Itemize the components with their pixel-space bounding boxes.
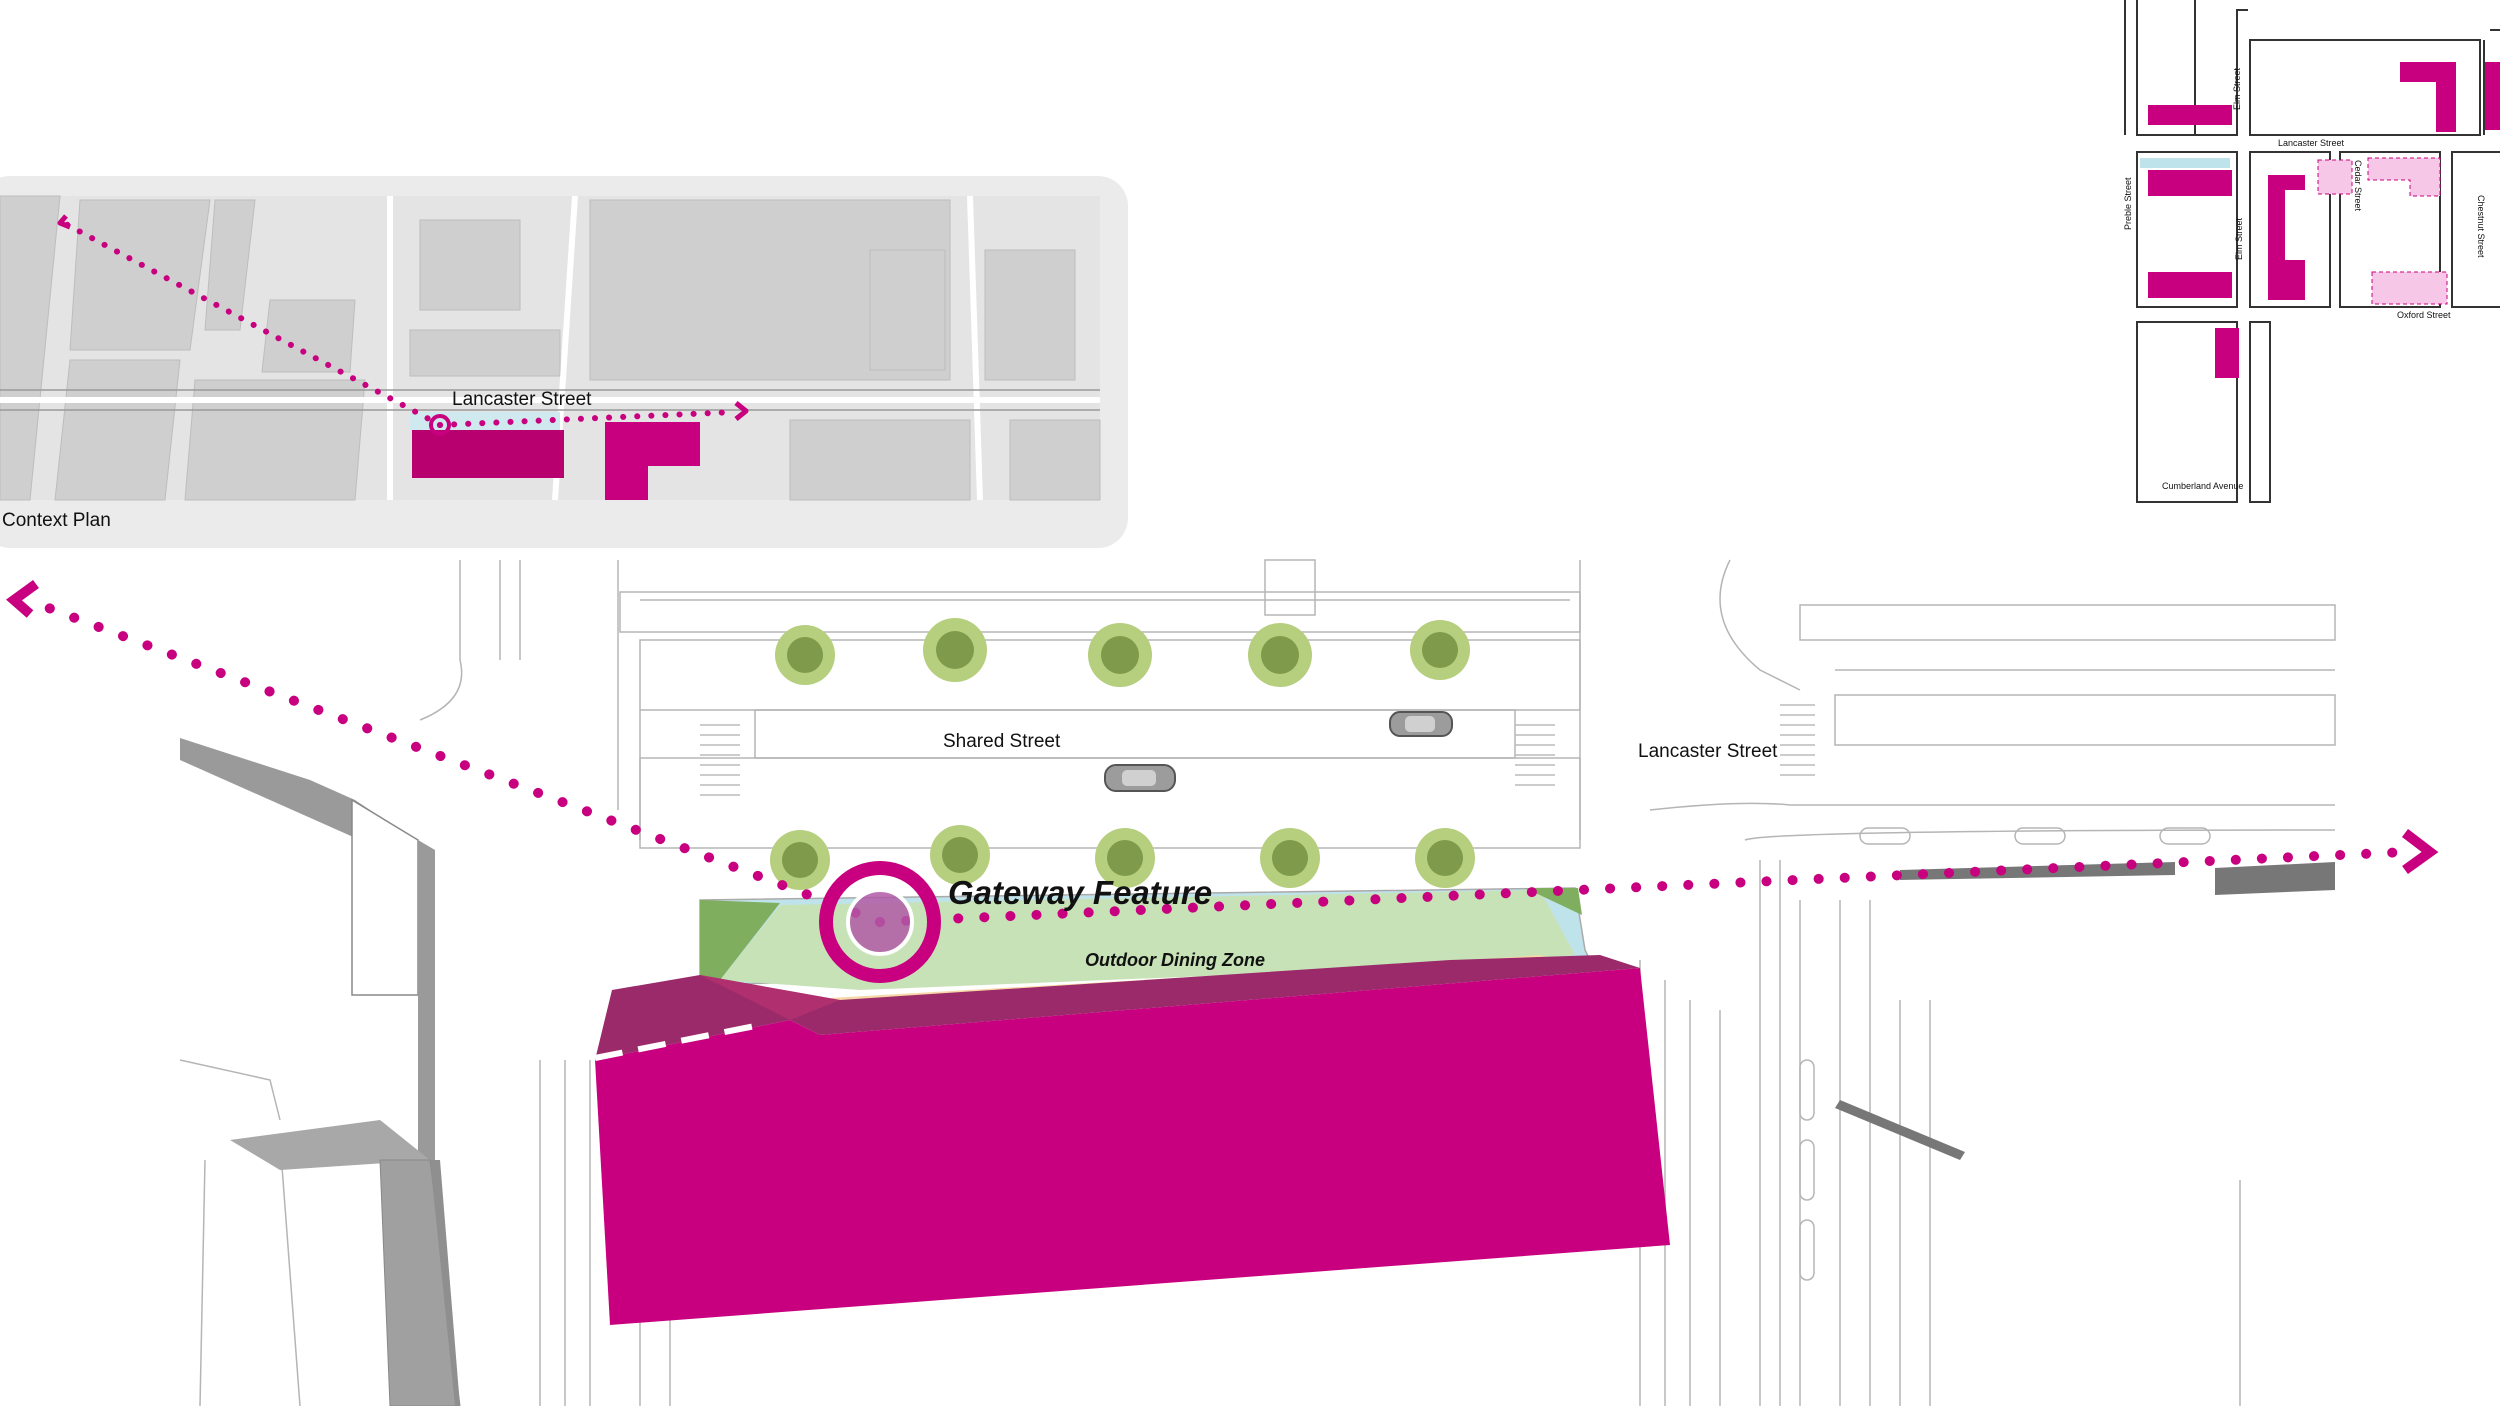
- key-map-buildings: [2140, 62, 2500, 378]
- tree-icon: [1260, 828, 1320, 888]
- keymap-preble-label: Preble Street: [2123, 177, 2133, 230]
- tree-icon: [775, 625, 835, 685]
- car-icon: [1389, 711, 1453, 737]
- tree-icon: [1415, 828, 1475, 888]
- outdoor-dining-label: Outdoor Dining Zone: [1085, 950, 1265, 970]
- target-ring-icon: [819, 861, 941, 983]
- car-icon: [1104, 764, 1176, 792]
- keymap-cumberland-label: Cumberland Avenue: [2162, 481, 2243, 491]
- lancaster-street-label: Lancaster Street: [1638, 741, 1778, 762]
- linework: [179, 559, 2336, 1406]
- keymap-lancaster-label: Lancaster Street: [2278, 138, 2345, 148]
- tree-icon: [770, 830, 830, 890]
- shared-street-label: Shared Street: [943, 731, 1061, 752]
- tree-row-north: [775, 618, 1470, 687]
- pedestrian-path: [25, 596, 2410, 927]
- context-street-label: Lancaster Street: [452, 389, 592, 410]
- keymap-chestnut-label: Chestnut Street: [2476, 195, 2486, 258]
- keymap-cedar-label: Cedar Street: [2353, 160, 2363, 212]
- arrow-left-icon: [5, 579, 39, 618]
- arrow-right-icon: [2401, 829, 2439, 875]
- arrow-left-icon: [57, 214, 71, 230]
- context-plan-inset: [0, 176, 1128, 548]
- gateway-feature-label: Gateway Feature: [948, 874, 1212, 911]
- tree-icon: [1410, 620, 1470, 680]
- tree-icon: [923, 618, 987, 682]
- building-edge-dash: [594, 1022, 761, 1061]
- right-slab-3: [2215, 862, 2335, 895]
- keymap-elm-north-label: Elm Street: [2232, 67, 2242, 110]
- tree-icon: [1095, 828, 1155, 888]
- right-slab: [1835, 1100, 1965, 1160]
- arrow-right-icon: [734, 401, 749, 421]
- context-plan-title: Context Plan: [2, 510, 111, 531]
- tree-icon: [1248, 623, 1312, 687]
- tree-icon: [930, 825, 990, 885]
- context-building-right: [605, 422, 700, 500]
- keymap-oxford-label: Oxford Street: [2397, 310, 2451, 320]
- context-building-left: [412, 430, 564, 478]
- keymap-elm-south-label: Elm Street: [2234, 217, 2244, 260]
- magenta-building: [595, 955, 1670, 1325]
- left-buildings: [180, 738, 461, 1406]
- tree-row-south: [770, 825, 1475, 890]
- target-ring-icon: [429, 414, 451, 436]
- tree-icon: [1088, 623, 1152, 687]
